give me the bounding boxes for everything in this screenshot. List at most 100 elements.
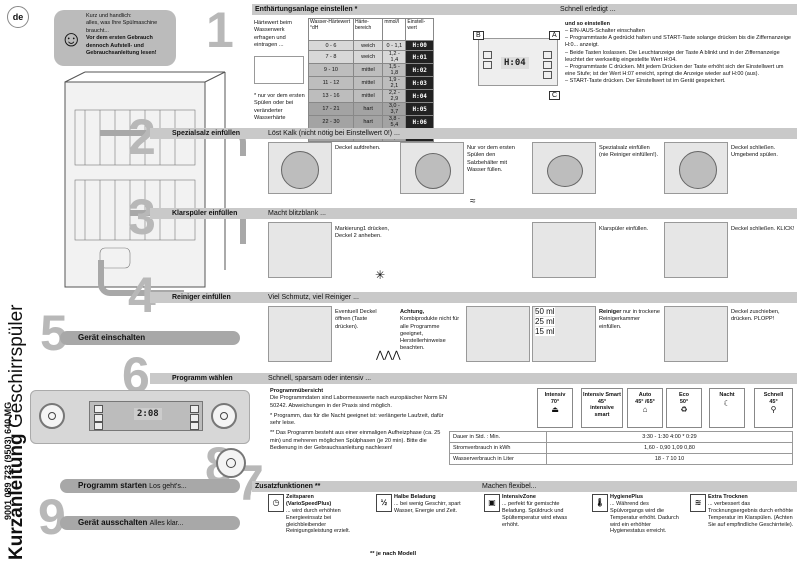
hardness-header-3: mmol/l: [382, 18, 407, 41]
cell: H:02: [405, 63, 434, 78]
cell: mittel: [352, 63, 384, 78]
program-button-c[interactable]: [543, 71, 552, 79]
clock-icon: ◷: [268, 494, 284, 512]
settings-step: – START-Taste drücken. Der Einstellwert …: [565, 78, 726, 85]
cell: 7 - 8: [308, 50, 354, 65]
program-button[interactable]: [94, 422, 103, 430]
settings-step: – Programmtaste A gedrückt halten und ST…: [565, 35, 791, 49]
section-2-sub: Löst Kalk (nicht nötig bei Einstellwert …: [268, 130, 400, 137]
extra-text: ... Während des Spülvorgangs wird die Te…: [610, 500, 679, 535]
detergent-text: nur in trockene Reinigerkammer einfüllen…: [599, 309, 660, 330]
hardness-entry-box[interactable]: [254, 56, 304, 84]
intensive-zone-icon: ▣: [484, 494, 500, 512]
hardness-settings: und so einstellen – EIN-/AUS-Schalter ei…: [565, 21, 795, 85]
intro-bubble: ☺ Kurz und handlich: alles, was Ihre Spü…: [54, 10, 176, 66]
cell: 2,2 - 2,9: [382, 89, 407, 104]
hardness-panel-illustration: B A C H:04: [473, 31, 561, 100]
hardness-display: H:04: [501, 57, 529, 69]
once-note: ** Das Programm besteht aus einer einmal…: [270, 430, 441, 451]
cell: 1,2 - 1,4: [382, 50, 407, 65]
smiley-icon: ☺: [60, 26, 83, 51]
salt-caption-3: Spezialsalz einfüllen (nie Reiniger einf…: [599, 145, 659, 159]
program-temp: 45°: [769, 398, 778, 405]
stat-value: 1,60 - 0,90 1,09 0,80: [546, 442, 793, 454]
start-button[interactable]: [211, 403, 237, 429]
detergent-photo-1: [268, 306, 332, 362]
program-intensiv-smart[interactable]: Intensiv Smart 45° intensive smart: [581, 388, 623, 428]
extra-title: HygienePlus: [610, 494, 644, 500]
salt-photo-2: [400, 142, 464, 194]
section-2-header: Spezialsalz einfüllen Löst Kalk (nicht n…: [150, 128, 797, 139]
spray-icon: ⋀⋀⋀: [376, 350, 401, 361]
program-temp: 70°: [550, 398, 560, 405]
program-button[interactable]: [94, 414, 103, 422]
pill-step-9: Gerät ausschalten Alles klar...: [60, 516, 240, 530]
program-button[interactable]: [483, 61, 492, 69]
extra-title: IntensivZone: [502, 494, 536, 500]
program-schnell[interactable]: Schnell 45° ⚲: [754, 388, 793, 428]
program-eco[interactable]: Eco 50° ♻: [666, 388, 702, 428]
detergent-caption-3: Reiniger nur in trockene Reinigerkammer …: [599, 309, 661, 331]
cell: weich: [352, 39, 384, 52]
pot-icon: ⏏: [551, 405, 559, 415]
section-3-title: Klarspüler einfüllen: [172, 210, 238, 217]
section-6-title: Programm wählen: [172, 375, 233, 382]
program-button-b[interactable]: [543, 61, 552, 69]
rinse-photo-1: [268, 222, 332, 278]
extra-title: Extra Trocknen: [708, 494, 748, 500]
program-button[interactable]: [190, 405, 199, 413]
intro-line1: Kurz und handlich:: [86, 13, 132, 19]
section-1-header: Enthärtungsanlage einstellen * Schnell e…: [252, 4, 797, 15]
rinse-photo-3: [664, 222, 728, 278]
label-a: A: [549, 31, 560, 40]
section-3-sub: Macht blitzblank ...: [268, 210, 326, 217]
section-extras-header: Zusatzfunktionen ** Machen flexibel...: [252, 481, 797, 492]
section-1-right: Schnell erledigt ...: [560, 6, 616, 13]
settings-title: und so einstellen: [565, 21, 610, 27]
program-nacht[interactable]: Nacht ☾: [709, 388, 745, 428]
cell: 0 - 1,1: [382, 39, 407, 52]
cell: H:06: [405, 115, 434, 130]
power-switch[interactable]: [39, 403, 65, 429]
program-button[interactable]: [483, 51, 492, 59]
language-badge: de: [7, 6, 29, 28]
extra-title: Halbe Beladung: [394, 494, 436, 500]
extras-title: Zusatzfunktionen **: [255, 483, 321, 490]
program-auto[interactable]: Auto 45° /65° ⌂: [627, 388, 663, 428]
settings-step: – Programmtaste C drücken. Mit jedem Drü…: [565, 63, 784, 77]
cell: H:03: [405, 76, 434, 91]
cell: 13 - 16: [308, 89, 354, 104]
arrow-detergent: [98, 260, 184, 296]
detergent-bold: Reiniger: [599, 309, 622, 315]
step-8-small: Los geht's...: [149, 483, 187, 490]
extra-hygiene: 🌡 HygienePlus... Während des Spülvorgang…: [592, 494, 692, 554]
salt-photo-3: [532, 142, 596, 194]
extra-text: ... perfekt für gemischte Beladung. Spül…: [502, 500, 568, 528]
rinse-caption-2: Klarspüler einfüllen.: [599, 226, 649, 232]
detergent-caption-1: Eventuell Deckel öffnen (Taste drücken).: [335, 309, 377, 330]
stat-label: Stromverbrauch in kWh: [449, 442, 547, 454]
stat-value: 3:30 - 1:30 4:00 * 0:29: [546, 431, 793, 443]
rinse-caption-3: Deckel schließen. KLICK!: [731, 226, 795, 232]
glass-icon: ⚲: [770, 405, 777, 415]
cell: hart: [352, 115, 384, 130]
footnote: ** je nach Modell: [370, 551, 417, 557]
hardness-header-4: Einstell-wert: [405, 18, 434, 41]
extra-text: ... bei wenig Geschirr, spart Wasser, En…: [394, 500, 461, 514]
pill-step-5: Gerät einschalten: [60, 331, 240, 345]
program-button[interactable]: [94, 405, 103, 413]
program-button-a[interactable]: [543, 51, 552, 59]
program-button[interactable]: [190, 422, 199, 430]
extra-dry: ≋ Extra Trocknen... verbessert das Trock…: [690, 494, 798, 560]
program-name: Schnell: [763, 392, 784, 398]
program-intensiv[interactable]: Intensiv 70° ⏏: [537, 388, 573, 428]
start-button-highlight[interactable]: [216, 448, 246, 478]
program-name: Auto: [638, 392, 652, 398]
program-temp: 45° /65°: [635, 398, 655, 405]
label-b: B: [473, 31, 484, 40]
program-button[interactable]: [190, 414, 199, 422]
settings-step: – Beide Tasten loslassen. Die Leuchtanze…: [565, 49, 780, 63]
